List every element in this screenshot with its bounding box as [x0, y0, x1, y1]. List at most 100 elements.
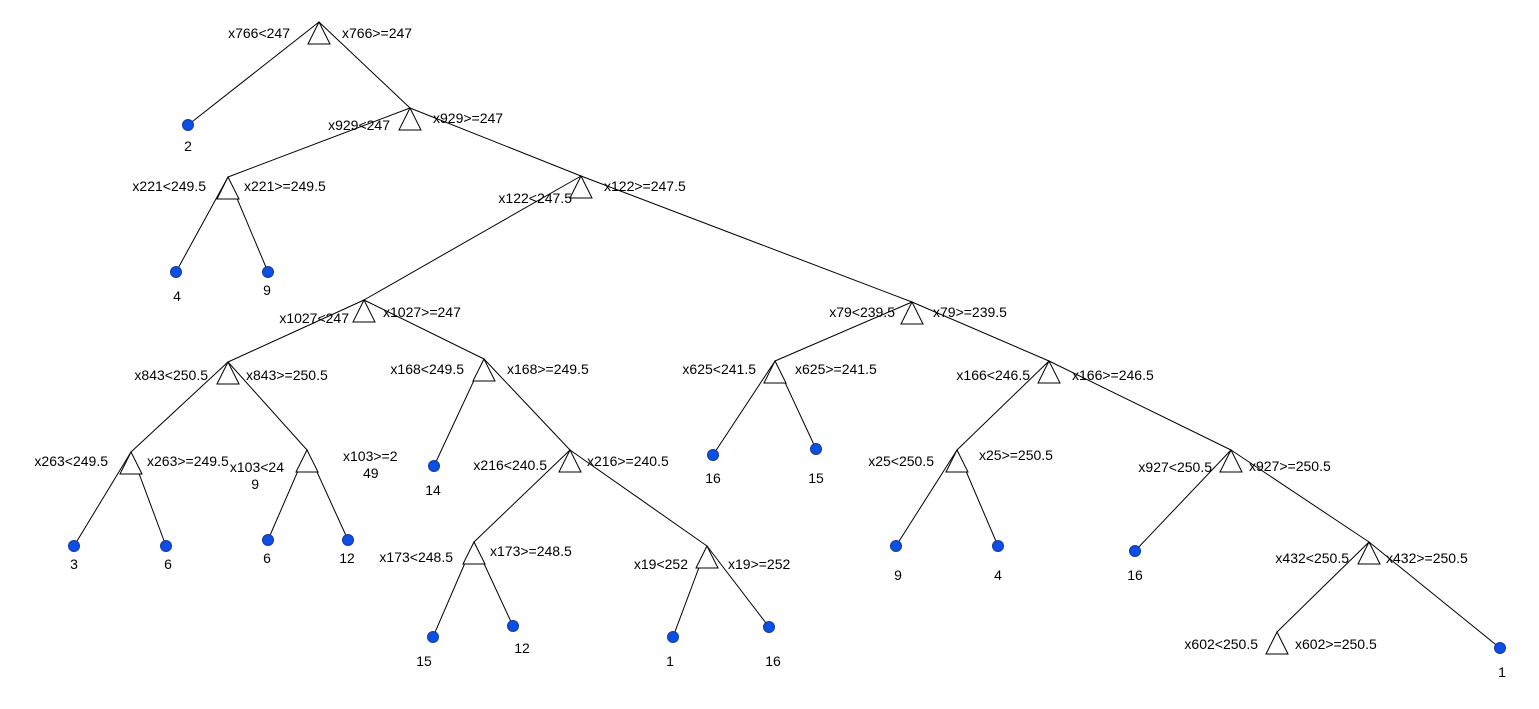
tree-edge [175, 176, 229, 273]
split-condition-right: x79>=239.5 [933, 304, 1007, 320]
split-condition-left: x263<249.5 [34, 453, 108, 469]
split-condition-right: x1027>=247 [383, 304, 461, 320]
split-condition-left: x168<249.5 [390, 361, 464, 377]
tree-edge [130, 361, 229, 453]
split-condition-left: x221<249.5 [132, 178, 206, 194]
tree-edge [227, 361, 308, 451]
leaf-node-dot [763, 621, 775, 633]
split-condition-right: x263>=249.5 [147, 453, 229, 469]
split-condition-right: x625>=241.5 [795, 361, 877, 377]
split-condition-right: x843>=250.5 [246, 367, 328, 383]
tree-edge [363, 175, 582, 301]
split-condition-left: x929<247 [328, 117, 390, 133]
tree-edge [187, 21, 320, 126]
split-condition-left: x25<250.5 [868, 453, 934, 469]
leaf-value-label: 2 [184, 138, 192, 154]
split-node-triangle [558, 448, 582, 473]
leaf-value-label: 16 [705, 470, 721, 486]
split-node-triangle [945, 448, 969, 473]
leaf-node-dot [68, 540, 80, 552]
leaf-node-dot [1494, 642, 1506, 654]
leaf-node-dot [507, 620, 519, 632]
leaf-value-label: 4 [994, 567, 1002, 583]
leaf-value-label: 12 [514, 640, 530, 656]
split-node-triangle [119, 450, 143, 475]
leaf-value-label: 6 [164, 556, 172, 572]
tree-edge [774, 301, 913, 362]
split-node-triangle [216, 175, 240, 200]
leaf-node-dot [160, 540, 172, 552]
leaf-node-dot [428, 460, 440, 472]
split-condition-left: x19<252 [634, 556, 688, 572]
tree-edge [227, 299, 365, 363]
tree-edge [1134, 449, 1232, 552]
split-node-triangle [307, 20, 331, 45]
split-condition-left: x122<247.5 [498, 190, 572, 206]
leaf-value-label: 16 [765, 653, 781, 669]
leaf-value-label: 3 [70, 556, 78, 572]
leaf-node-dot [182, 119, 194, 131]
split-node-triangle [472, 357, 496, 382]
split-condition-right: x166>=246.5 [1072, 367, 1154, 383]
labels-layer: x766<247 x766>=247 x929<247 x929>=247 x221<2… [34, 25, 1506, 680]
split-condition-right: x927>=250.5 [1249, 458, 1331, 474]
split-condition-right: x173>=248.5 [490, 543, 572, 559]
leaf-node-dot [992, 540, 1004, 552]
split-node-triangle [398, 106, 422, 131]
leaf-value-label: 4 [173, 288, 181, 304]
leaf-node-dot [890, 540, 902, 552]
split-node-triangle [216, 360, 240, 385]
split-node-triangle [1219, 448, 1243, 473]
split-condition-right: x766>=247 [342, 25, 412, 41]
tree-edge [1276, 541, 1370, 633]
tree-edge [956, 360, 1050, 451]
split-condition-left: x79<239.5 [829, 304, 895, 320]
split-node-triangle [569, 174, 593, 199]
split-node-triangle [462, 540, 486, 565]
split-condition-right: x929>=247 [433, 110, 503, 126]
tree-edge [483, 358, 571, 451]
split-node-triangle [295, 448, 319, 473]
split-condition-right: x221>=249.5 [244, 178, 326, 194]
split-node-triangle [1037, 359, 1061, 384]
leaf-node-dot [667, 631, 679, 643]
tree-edge [1230, 449, 1370, 543]
leaf-value-label: 15 [808, 470, 824, 486]
tree-edge [1048, 360, 1232, 451]
leaf-value-label: 14 [425, 482, 441, 498]
split-condition-right: x168>=249.5 [507, 361, 589, 377]
tree-edge [318, 21, 411, 109]
leaf-value-label: 9 [263, 282, 271, 298]
tree-edge [911, 301, 1050, 362]
tree-edge [227, 107, 411, 178]
tree-edge [712, 360, 776, 456]
split-condition-right: x602>=250.5 [1295, 636, 1377, 652]
split-node-triangle [695, 544, 719, 569]
split-node-triangle [1357, 540, 1381, 565]
tree-edge [473, 449, 571, 543]
split-node-triangle [763, 359, 787, 384]
leaf-value-label: 6 [263, 550, 271, 566]
leaf-value-label: 9 [894, 567, 902, 583]
split-condition-left: x173<248.5 [379, 549, 453, 565]
split-condition-left: x766<247 [228, 25, 290, 41]
split-condition-right: x19>=252 [728, 556, 790, 572]
leaf-value-label: 1 [1498, 664, 1506, 680]
leaf-value-label: 15 [416, 653, 432, 669]
tree-edge [409, 107, 582, 177]
split-condition-left: x602<250.5 [1184, 636, 1258, 652]
leaf-node-dot [1129, 545, 1141, 557]
split-condition-right: x122>=247.5 [604, 178, 686, 194]
leaf-value-label: 16 [1127, 567, 1143, 583]
split-condition-left: x166<246.5 [956, 367, 1030, 383]
split-condition-right: x216>=240.5 [587, 453, 669, 469]
leaf-node-dot [427, 631, 439, 643]
leaf-node-dot [262, 534, 274, 546]
split-condition-right: x25>=250.5 [979, 447, 1053, 463]
leaf-value-label: 1 [666, 653, 674, 669]
leaf-value-label: 12 [339, 550, 355, 566]
tree-edge [363, 299, 485, 360]
